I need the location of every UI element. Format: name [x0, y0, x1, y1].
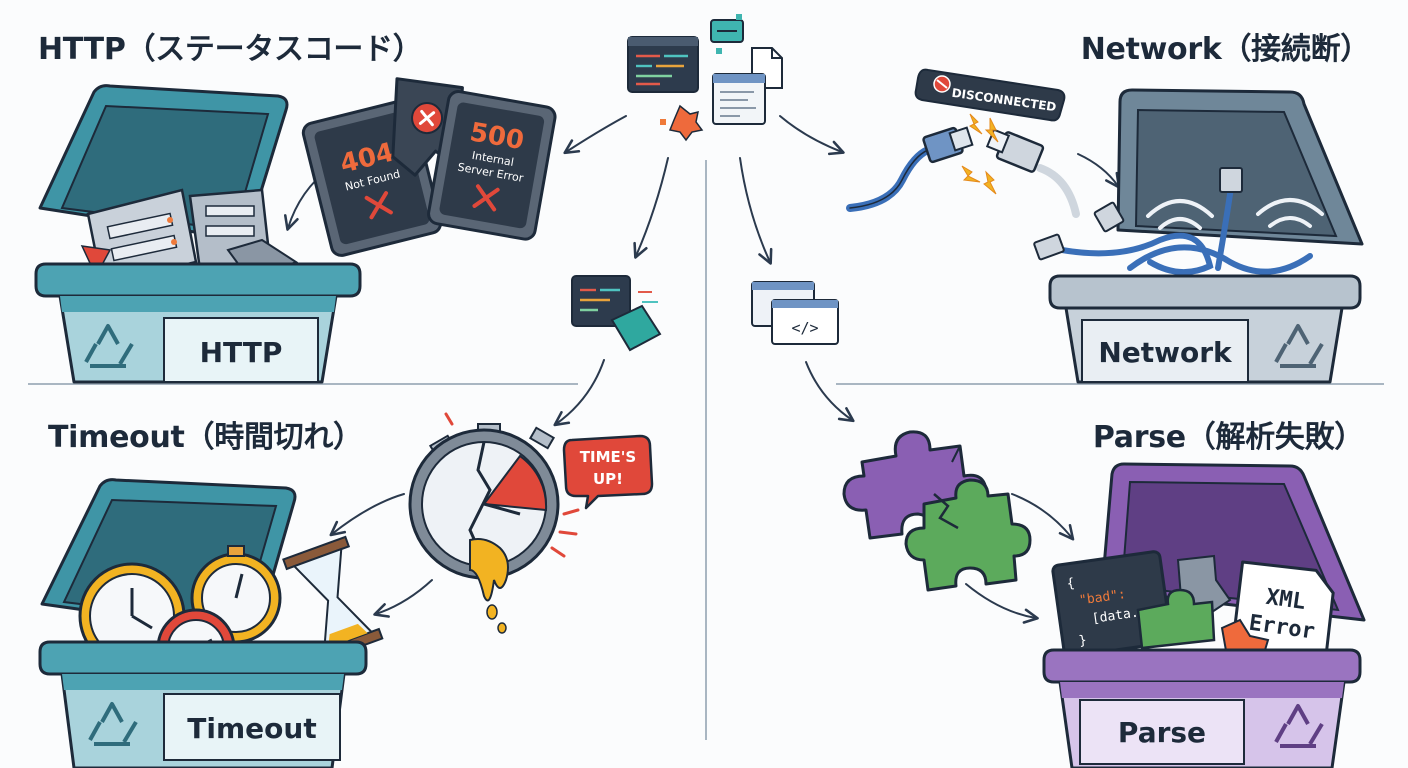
arrow-puzzle-to-parse-bin-1: [1011, 493, 1075, 541]
json-line-1: {: [1066, 576, 1076, 592]
xml-error-line1: XML: [1264, 585, 1307, 615]
center-code-window-icon: </>: [751, 281, 839, 345]
arrow-to-network: [779, 115, 845, 156]
arrow-to-http: [563, 115, 627, 155]
quadrant-dividers: [28, 160, 1384, 740]
disconnected-cable: [846, 113, 1080, 218]
alarm-burst-lines: [444, 412, 580, 558]
http-category-title: HTTP（ステータスコード）: [38, 32, 423, 67]
times-up-bubble: TIME'S UP!: [562, 434, 654, 510]
teal-card-icon: [710, 14, 744, 54]
card-500: 500 Internal Server Error: [427, 90, 557, 241]
arrow-clock-to-timeout-bin-2: [373, 579, 433, 618]
orange-spark-icon: [660, 104, 704, 142]
recycle-icon-network: [1274, 324, 1324, 368]
network-category-title: Network（接続断）: [1080, 32, 1371, 67]
wifi-icon-2: [1256, 198, 1324, 228]
disconnected-sign: DISCONNECTED: [914, 68, 1066, 122]
center-source-icons: [627, 14, 783, 142]
http-bin: HTTP: [34, 84, 362, 384]
times-up-line2: UP!: [593, 470, 623, 488]
json-line-2: "bad":: [1078, 587, 1127, 608]
spark-icon: [961, 113, 999, 195]
arrow-to-timeout: [553, 359, 605, 427]
melting-stopwatch: [408, 412, 580, 634]
parse-bin-label: Parse: [1118, 716, 1206, 749]
times-up-line1: TIME'S: [580, 448, 636, 466]
arrow-to-parse: [805, 361, 855, 423]
timeout-bin-label: Timeout: [187, 712, 316, 745]
parse-category-title: Parse（解析失敗）: [1092, 420, 1364, 455]
browser-window-icon: [712, 73, 766, 125]
recycle-icon-timeout: [88, 702, 138, 746]
code-window-icon: [627, 36, 699, 93]
recycle-icon: [84, 324, 134, 368]
arrow-clock-to-timeout-bin-1: [329, 493, 405, 537]
network-bin-label: Network: [1098, 336, 1233, 369]
timeout-bin: Timeout: [38, 478, 384, 768]
center-code-card-icon: [571, 275, 662, 352]
arrow-to-center-window: [739, 157, 773, 265]
broken-puzzle: [842, 430, 1032, 592]
arrow-puzzle-to-parse-bin-2: [965, 583, 1039, 624]
broken-server-pile: [80, 188, 299, 288]
wifi-icon: [1146, 199, 1214, 230]
arrow-cable-to-network-bin: [1077, 153, 1121, 189]
json-line-4: }: [1078, 633, 1088, 649]
parse-bin: { "bad": [data... } XML Error Parse: [1042, 462, 1366, 768]
center-code-window-text: </>: [791, 319, 818, 337]
network-bin: Network: [1033, 88, 1364, 384]
timeout-category-title: Timeout（時間切れ）: [48, 420, 363, 455]
recycle-icon-parse: [1274, 704, 1324, 748]
arrow-to-center-code: [633, 157, 669, 259]
http-bin-label: HTTP: [200, 336, 283, 369]
http-error-cards: 404 Not Found 500 Internal Server Error: [301, 77, 557, 257]
